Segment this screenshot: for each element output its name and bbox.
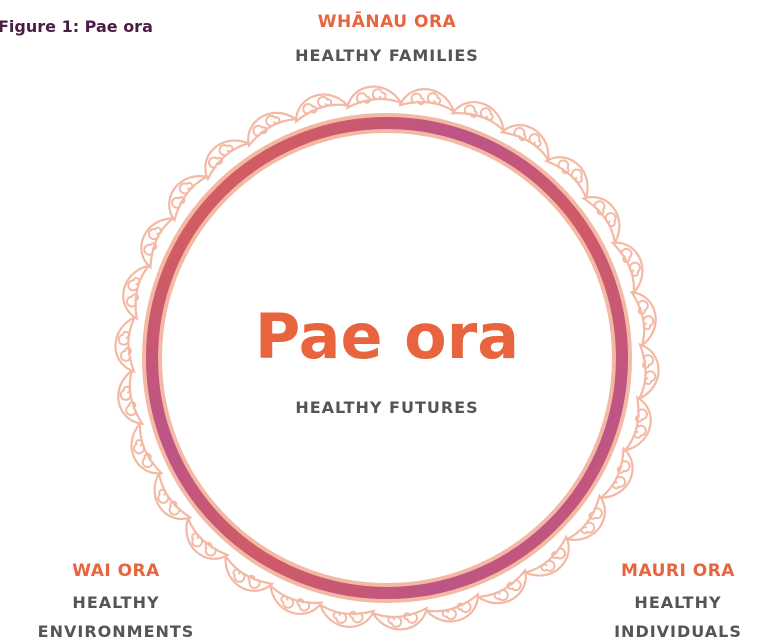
koru-motif (370, 606, 429, 631)
koru-motif (114, 314, 138, 374)
koru-motif (345, 85, 404, 110)
koru-pattern-border (114, 85, 660, 631)
koru-motif (122, 263, 152, 321)
mauri-ora-title: MAURI ORA (621, 561, 735, 581)
koru-motif (294, 93, 351, 124)
figure-title: Figure 1: Pae ora (0, 17, 153, 36)
ring-accent (146, 117, 628, 599)
koru-motif (398, 88, 456, 115)
wai-ora-subtitle-line1: HEALTHY (72, 593, 160, 612)
koru-motif (117, 367, 145, 426)
koru-motif (622, 395, 652, 453)
koru-motif (636, 342, 660, 402)
wai-ora-title: WAI ORA (72, 561, 160, 581)
whanau-ora-subtitle: HEALTHY FAMILIES (295, 46, 479, 65)
mauri-ora-subtitle-line2: INDIVIDUALS (614, 622, 742, 641)
whanau-ora-title: WHĀNAU ORA (317, 12, 457, 32)
mauri-ora-subtitle-line1: HEALTHY (634, 593, 722, 612)
koru-motif (423, 592, 480, 623)
koru-motif (318, 601, 376, 628)
pae-ora-title: Pae ora (254, 300, 520, 373)
koru-motif (629, 290, 657, 349)
pae-ora-subtitle: HEALTHY FUTURES (295, 398, 479, 417)
wai-ora-subtitle-line2: ENVIRONMENTS (37, 622, 195, 641)
